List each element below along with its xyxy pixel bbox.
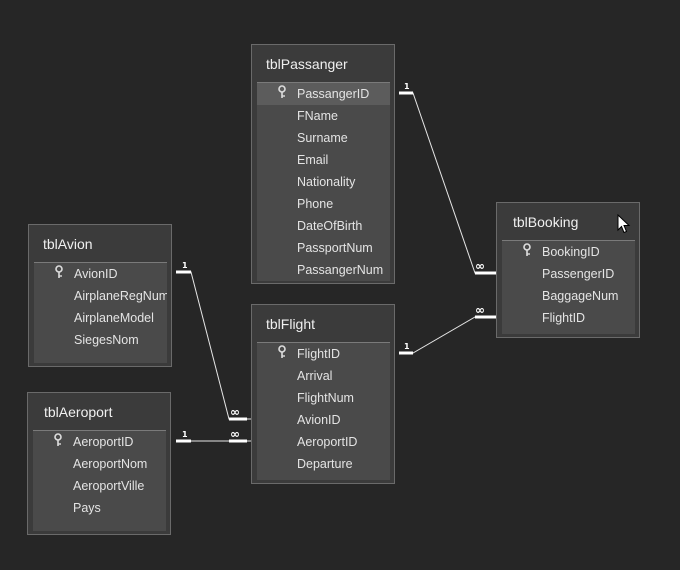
relationship-flight-booking[interactable]: 1 ∞ [399, 303, 497, 355]
field-label: AirplaneRegNum [74, 289, 167, 303]
field-label: Phone [297, 197, 334, 211]
field-label: PassangerNum [297, 263, 384, 277]
mouse-cursor-icon [617, 214, 631, 234]
field-label: DateOfBirth [297, 219, 363, 233]
field-row[interactable]: FlightNum [257, 387, 390, 409]
field-row[interactable]: SiegesNom [34, 329, 167, 351]
table-title[interactable]: tblAeroport [44, 404, 113, 420]
field-row[interactable]: DateOfBirth [257, 215, 390, 237]
relationship-aeroport-flight[interactable]: 1 ∞ [176, 427, 252, 443]
field-label: FlightID [297, 347, 341, 361]
field-row[interactable]: AeroportID [33, 431, 166, 453]
field-row[interactable]: FName [257, 105, 390, 127]
field-label: PassengerID [542, 267, 615, 281]
field-list[interactable]: PassangerID FName Surname Email National… [257, 82, 390, 281]
cardinality-one-label: 1 [404, 82, 410, 91]
field-row[interactable]: Surname [257, 127, 390, 149]
key-icon [278, 345, 286, 358]
field-row[interactable]: AvionID [34, 263, 167, 285]
field-row[interactable]: Arrival [257, 365, 390, 387]
field-row[interactable]: AeroportNom [33, 453, 166, 475]
cardinality-one-label: 1 [182, 430, 188, 439]
field-row[interactable]: AeroportID [257, 431, 390, 453]
table-tblbooking[interactable]: tblBooking BookingID PassengerID Baggage… [496, 202, 640, 338]
field-row[interactable]: PassengerID [502, 263, 635, 285]
key-icon [54, 433, 62, 446]
field-label: BookingID [542, 245, 600, 259]
field-row[interactable]: Email [257, 149, 390, 171]
field-label: AeroportVille [73, 479, 145, 493]
relationship-line[interactable] [176, 271, 252, 420]
key-icon [55, 265, 63, 278]
field-label: FlightNum [297, 391, 354, 405]
field-row[interactable]: FlightID [502, 307, 635, 329]
table-tblpassanger[interactable]: tblPassanger PassangerID FName Surname E… [251, 44, 395, 284]
field-label: Departure [297, 457, 353, 471]
field-row[interactable]: PassangerNum [257, 259, 390, 281]
field-label: AvionID [74, 267, 118, 281]
field-label: Email [297, 153, 329, 167]
relationship-passanger-booking[interactable]: 1 ∞ [399, 82, 497, 275]
field-row[interactable]: PassangerID [257, 83, 390, 105]
cardinality-many-label: ∞ [230, 405, 240, 419]
field-label: FlightID [542, 311, 586, 325]
field-row[interactable]: Pays [33, 497, 166, 519]
field-label: Surname [297, 131, 348, 145]
key-icon [523, 243, 531, 256]
table-tblavion[interactable]: tblAvion AvionID AirplaneRegNum Airplane… [28, 224, 172, 367]
field-label: BaggageNum [542, 289, 619, 303]
cardinality-many-label: ∞ [475, 303, 485, 317]
cardinality-one-label: 1 [182, 261, 188, 270]
field-label: SiegesNom [74, 333, 139, 347]
relationship-avion-flight[interactable]: 1 ∞ [176, 261, 252, 421]
field-label: AvionID [297, 413, 341, 427]
field-label: AeroportID [297, 435, 358, 449]
field-list[interactable]: AvionID AirplaneRegNum AirplaneModel Sie… [34, 262, 167, 363]
field-row[interactable]: FlightID [257, 343, 390, 365]
field-row[interactable]: BookingID [502, 241, 635, 263]
key-icon [278, 85, 286, 98]
field-row[interactable]: AvionID [257, 409, 390, 431]
field-list[interactable]: BookingID PassengerID BaggageNum FlightI… [502, 240, 635, 334]
table-title[interactable]: tblFlight [266, 316, 316, 332]
cardinality-many-label: ∞ [230, 427, 240, 441]
field-row[interactable]: Departure [257, 453, 390, 475]
table-title[interactable]: tblPassanger [266, 56, 348, 72]
field-list[interactable]: AeroportID AeroportNom AeroportVille Pay… [33, 430, 166, 531]
field-label: AirplaneModel [74, 311, 154, 325]
table-tblflight[interactable]: tblFlight FlightID Arrival FlightNum Avi… [251, 304, 395, 484]
field-label: Arrival [297, 369, 333, 383]
field-row[interactable]: BaggageNum [502, 285, 635, 307]
field-list[interactable]: FlightID Arrival FlightNum AvionID Aerop… [257, 342, 390, 480]
field-label: Nationality [297, 175, 356, 189]
field-row[interactable]: AirplaneRegNum [34, 285, 167, 307]
relationship-line[interactable] [400, 92, 497, 274]
cardinality-one-label: 1 [404, 342, 410, 351]
field-label: FName [297, 109, 338, 123]
field-label: PassportNum [297, 241, 373, 255]
table-title[interactable]: tblAvion [43, 236, 93, 252]
field-row[interactable]: Phone [257, 193, 390, 215]
cardinality-many-label: ∞ [475, 259, 485, 273]
table-tblaeroport[interactable]: tblAeroport AeroportID AeroportNom Aerop… [27, 392, 171, 535]
field-label: PassangerID [297, 87, 370, 101]
field-label: AeroportNom [73, 457, 148, 471]
field-row[interactable]: AeroportVille [33, 475, 166, 497]
table-title[interactable]: tblBooking [513, 214, 579, 230]
field-row[interactable]: AirplaneModel [34, 307, 167, 329]
relationship-line[interactable] [400, 316, 497, 354]
field-row[interactable]: PassportNum [257, 237, 390, 259]
field-label: AeroportID [73, 435, 134, 449]
field-label: Pays [73, 501, 101, 515]
field-row[interactable]: Nationality [257, 171, 390, 193]
